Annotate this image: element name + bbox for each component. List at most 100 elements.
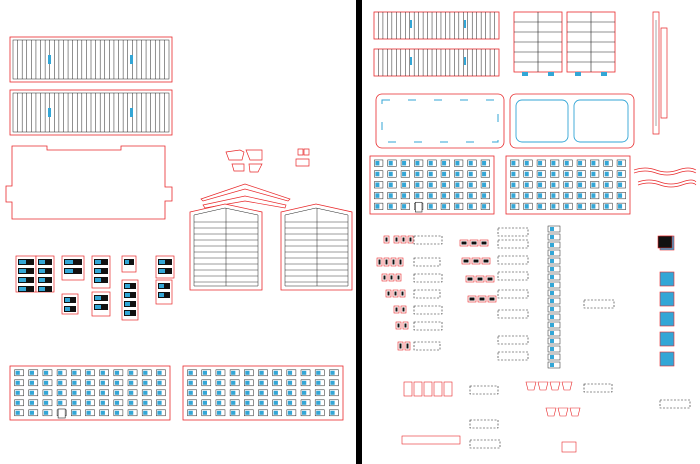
window-glass	[468, 204, 473, 209]
end-wall-left	[189, 203, 263, 291]
window-glass	[375, 160, 380, 166]
stair-block-right	[566, 11, 616, 76]
window-glass	[511, 160, 516, 166]
window-glass	[188, 390, 193, 395]
window-glass	[29, 380, 34, 385]
tall-strip-glass	[550, 275, 554, 279]
tall-strip-glass	[550, 243, 554, 247]
window-glass	[330, 390, 335, 395]
window-glass	[538, 171, 543, 177]
roof-panel-top	[9, 36, 173, 83]
window-glass	[591, 193, 596, 198]
tall-strip-glass	[550, 331, 554, 335]
label-box	[413, 257, 441, 267]
part-fill	[401, 291, 404, 296]
tile	[659, 331, 675, 347]
window-glass	[330, 380, 335, 385]
window-glass	[564, 193, 569, 198]
window-glass	[216, 390, 222, 395]
balcony-glass	[39, 269, 45, 273]
part-fill	[402, 237, 405, 242]
window-glass	[604, 204, 609, 209]
window-glass	[100, 400, 105, 405]
balcony-glass	[65, 298, 70, 302]
window-glass	[330, 400, 335, 405]
window-glass	[604, 193, 609, 198]
window-glass	[129, 370, 134, 375]
window-glass	[58, 380, 63, 385]
window-glass	[114, 370, 120, 375]
window-glass	[43, 410, 49, 415]
window-glass	[524, 160, 529, 166]
label-box	[583, 299, 615, 309]
part-fill	[392, 259, 395, 265]
label-box	[413, 235, 443, 245]
window-glass	[482, 160, 487, 166]
tall-strip-glass	[550, 307, 554, 311]
label-box	[413, 341, 441, 351]
label-box	[413, 273, 443, 283]
label-box	[497, 255, 529, 265]
tall-strip-glass	[550, 299, 554, 303]
window-glass	[273, 370, 278, 375]
window-glass	[188, 400, 193, 405]
window-glass	[259, 390, 264, 395]
window-glass	[157, 400, 162, 405]
window-glass	[564, 182, 569, 188]
floor-slab-right	[509, 93, 635, 149]
label-box	[497, 289, 529, 299]
window-glass	[29, 370, 34, 375]
window-glass	[468, 171, 473, 177]
window-glass	[415, 182, 420, 188]
part-fill	[397, 323, 400, 328]
window-glass	[72, 380, 77, 385]
window-glass	[287, 410, 293, 415]
label-box	[497, 239, 529, 249]
tile	[659, 291, 675, 307]
window-glass	[114, 400, 120, 405]
window-glass	[86, 380, 91, 385]
window-glass	[524, 204, 529, 209]
window-glass	[316, 390, 321, 395]
window-glass	[538, 182, 543, 188]
label-box	[469, 385, 499, 395]
window-glass	[302, 390, 307, 395]
window-glass	[468, 193, 473, 198]
window-glass	[388, 193, 393, 198]
part-fill	[387, 291, 390, 296]
balcony-glass	[125, 302, 130, 306]
window-glass	[551, 160, 556, 166]
window-glass	[86, 370, 91, 375]
window-glass	[100, 380, 105, 385]
window-glass	[591, 160, 596, 166]
window-glass	[375, 171, 380, 177]
window-glass	[216, 400, 222, 405]
label-box	[583, 383, 613, 393]
window-glass	[245, 370, 250, 375]
window-glass	[388, 182, 393, 188]
bottom-trapezoid	[561, 381, 573, 391]
tall-strip-glass	[550, 355, 554, 359]
bottom-piece	[403, 381, 413, 397]
window-glass	[578, 204, 583, 209]
window-glass	[455, 171, 460, 177]
roof-panel-right-top	[373, 11, 500, 40]
balcony-glass	[19, 269, 26, 273]
window-glass	[316, 370, 321, 375]
balcony-glass	[39, 287, 45, 291]
tall-strip-glass	[550, 291, 554, 295]
window-glass	[143, 380, 148, 385]
bottom-trapezoid	[557, 407, 569, 417]
balcony-glass	[95, 296, 101, 300]
right-sheet	[362, 0, 700, 464]
window-glass	[482, 193, 487, 198]
part-fill	[406, 343, 409, 349]
window-glass	[402, 171, 407, 177]
window-glass	[511, 193, 516, 198]
window-glass	[482, 204, 487, 209]
label-box	[497, 271, 529, 281]
window-glass	[428, 193, 433, 198]
window-glass	[216, 380, 222, 385]
bottom-trapezoid	[545, 407, 557, 417]
